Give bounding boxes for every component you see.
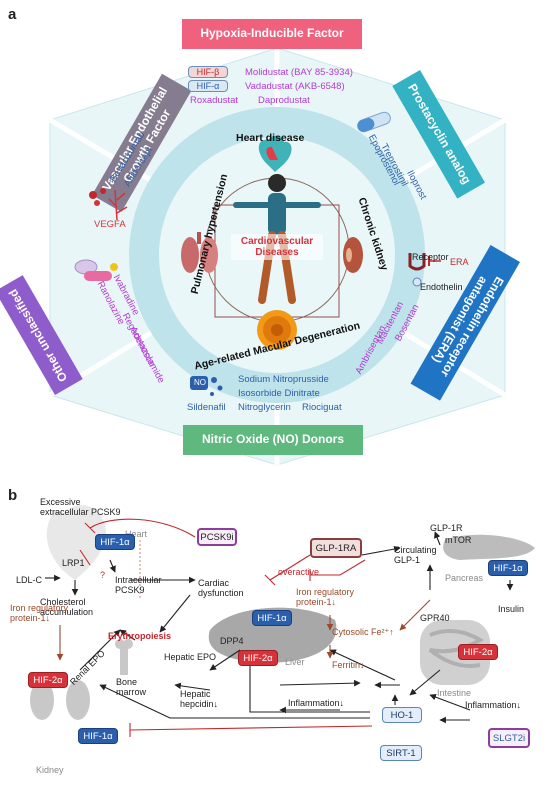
pancreas-organ-icon — [443, 534, 535, 560]
eye-icon — [257, 310, 297, 350]
arrow-circ-glp1r — [434, 531, 441, 546]
inflammation-right-label: Inflammation↓ — [465, 700, 522, 710]
kidney-label: Kidney — [36, 765, 64, 775]
hepatic-epo-label: Hepatic EPO — [164, 652, 217, 662]
intestine-label: Intestine — [437, 688, 472, 698]
hif-beta-label: HIF-β — [188, 66, 228, 78]
sirt1-box: SIRT-1 — [380, 745, 422, 761]
pills-icon — [74, 259, 118, 281]
arrow-hif-intra — [109, 559, 116, 573]
drug-nitroglycerin: Nitroglycerin — [238, 402, 291, 413]
slgt2i-box: SLGT2i — [488, 728, 530, 748]
gpr40-label: GPR40 — [420, 613, 450, 623]
hif2a-liver: HIF-2α — [238, 650, 278, 666]
inhibit-glp1ra — [269, 554, 311, 581]
era-label: ERA — [450, 257, 469, 267]
hepatic-hepcidin-label: Hepatic hepcidin↓ — [180, 689, 219, 710]
ldlc-label: LDL-C — [16, 575, 43, 585]
arrow-slgt-ho1 — [429, 693, 471, 711]
endothelin-label: Endothelin — [420, 282, 463, 292]
intestine-organ-icon — [420, 620, 490, 685]
circulating-glp1-label: Circulating GLP-1 — [394, 545, 437, 566]
arrow-renal-epo — [79, 629, 121, 671]
inhibit-lrp1 — [79, 549, 91, 566]
arrow-hepcidin-infl — [279, 679, 361, 687]
panel-a-letter: a — [8, 6, 17, 23]
drug-isosorbide-dinitrate: Isosorbide Dinitrate — [238, 388, 320, 399]
heart-label: Heart — [125, 529, 148, 539]
cardiac-dysfunction-label: Cardiac dysfunction — [198, 578, 244, 599]
arrow-hepcidin-left — [174, 682, 211, 691]
no-donors-banner: Nitric Oxide (NO) Donors — [183, 425, 363, 455]
lungs-icon — [181, 232, 218, 273]
glp1r-label: GLP-1R — [430, 523, 463, 533]
kidney-icon — [343, 237, 363, 273]
hif1a-liver: HIF-1α — [252, 610, 292, 626]
hif1a-heart: HIF-1α — [95, 534, 135, 550]
hif1a-pancreas: HIF-1α — [488, 560, 528, 576]
drug-daprodustat: Daprodustat — [258, 95, 310, 106]
pathway-diagram — [30, 505, 535, 737]
bone-icon — [115, 639, 133, 675]
receptor-icon — [408, 253, 441, 287]
mtor-label: mTOR — [445, 535, 472, 545]
cytosolic-label: Cytosolic Fe²⁺↑ — [332, 627, 394, 637]
lrp1-label: LRP1 — [62, 558, 85, 568]
inflammation-mid-label: Inflammation↓ — [288, 698, 345, 708]
liver-organ-icon — [208, 607, 337, 663]
drug-molidustat: Molidustat (BAY 85-3934) — [245, 67, 353, 78]
drug-sildenafil: Sildenafil — [187, 402, 226, 413]
arrow-hif2a-erythro — [159, 594, 191, 633]
arrow-sirt-kidney — [99, 684, 370, 719]
intracellular-label: Intracellular PCSK9 — [115, 575, 162, 596]
overactive-label: overactive — [278, 567, 320, 577]
cholesterol-label: Cholesterol accumulation — [40, 597, 94, 618]
hif2a-intestine: HIF-2α — [458, 644, 498, 660]
drug-vadadustat: Vadadustat (AKB-6548) — [245, 81, 345, 92]
hif1a-kidney: HIF-1α — [78, 728, 118, 744]
disease-center-label: Cardiovascular Diseases — [231, 234, 323, 260]
hif-alpha-label: HIF-α — [188, 80, 228, 92]
panel-b-letter: b — [8, 487, 18, 504]
ho1-box: HO-1 — [382, 707, 422, 723]
erythropoiesis-label: Erythropoiesis — [108, 631, 172, 641]
receptor-label: Receptor — [412, 252, 449, 262]
no-molecule-icon — [190, 376, 223, 396]
inhibit-pcsk9i — [89, 518, 196, 538]
pill-capsule-icon — [357, 111, 391, 133]
arrow-gpr-cyto — [399, 599, 431, 631]
hif2a-kidney: HIF-2α — [28, 672, 68, 688]
question-mark: ? — [100, 570, 106, 580]
arrow-glp-circ — [361, 545, 401, 556]
heart-icon — [258, 135, 292, 172]
vegfa-label: VEGFA — [94, 219, 126, 230]
drug-sodium-nitroprusside: Sodium Nitroprusside — [238, 374, 329, 385]
irp-kidney-label: Iron regulatory protein-1↓ — [10, 603, 69, 624]
inhibit-sirt-hif1a — [129, 725, 373, 731]
disease-heart: Heart disease — [236, 132, 305, 144]
vegf-vessel-icon — [89, 188, 128, 221]
dpp4-label: DPP4 — [220, 636, 244, 646]
drug-riociguat: Riociguat — [302, 402, 342, 413]
pancreas-label: Pancreas — [445, 573, 484, 583]
arrow-inflam-right — [409, 669, 441, 696]
bone-marrow-label: Bone marrow — [116, 677, 147, 698]
hif-banner: Hypoxia-Inducible Factor — [182, 19, 362, 49]
irp-liver-label: Iron regulatory protein-1↓ — [296, 587, 355, 608]
arrow-ho1-ferritin — [329, 649, 396, 681]
excessive-pcsk9-label: Excessive extracellular PCSK9 — [40, 497, 121, 518]
liver-label: Liver — [285, 657, 305, 667]
arrow-bone-erythro — [119, 629, 136, 641]
ferritin-label: Ferritin↓ — [332, 660, 365, 670]
inhibit-overactive — [310, 559, 366, 576]
heart-organ-icon — [46, 505, 106, 580]
no-label: NO — [194, 378, 206, 387]
arrow-sirt-hif2a — [246, 657, 370, 713]
arrow-hif2a-hepcidin — [209, 649, 241, 671]
insulin-label: Insulin — [498, 604, 525, 614]
drug-roxadustat: Roxadustat — [190, 95, 239, 106]
kidney-organ-icon — [30, 680, 90, 720]
pcsk9i-box: PCSK9i — [197, 528, 237, 546]
glp1ra-box: GLP-1RA — [310, 538, 362, 558]
